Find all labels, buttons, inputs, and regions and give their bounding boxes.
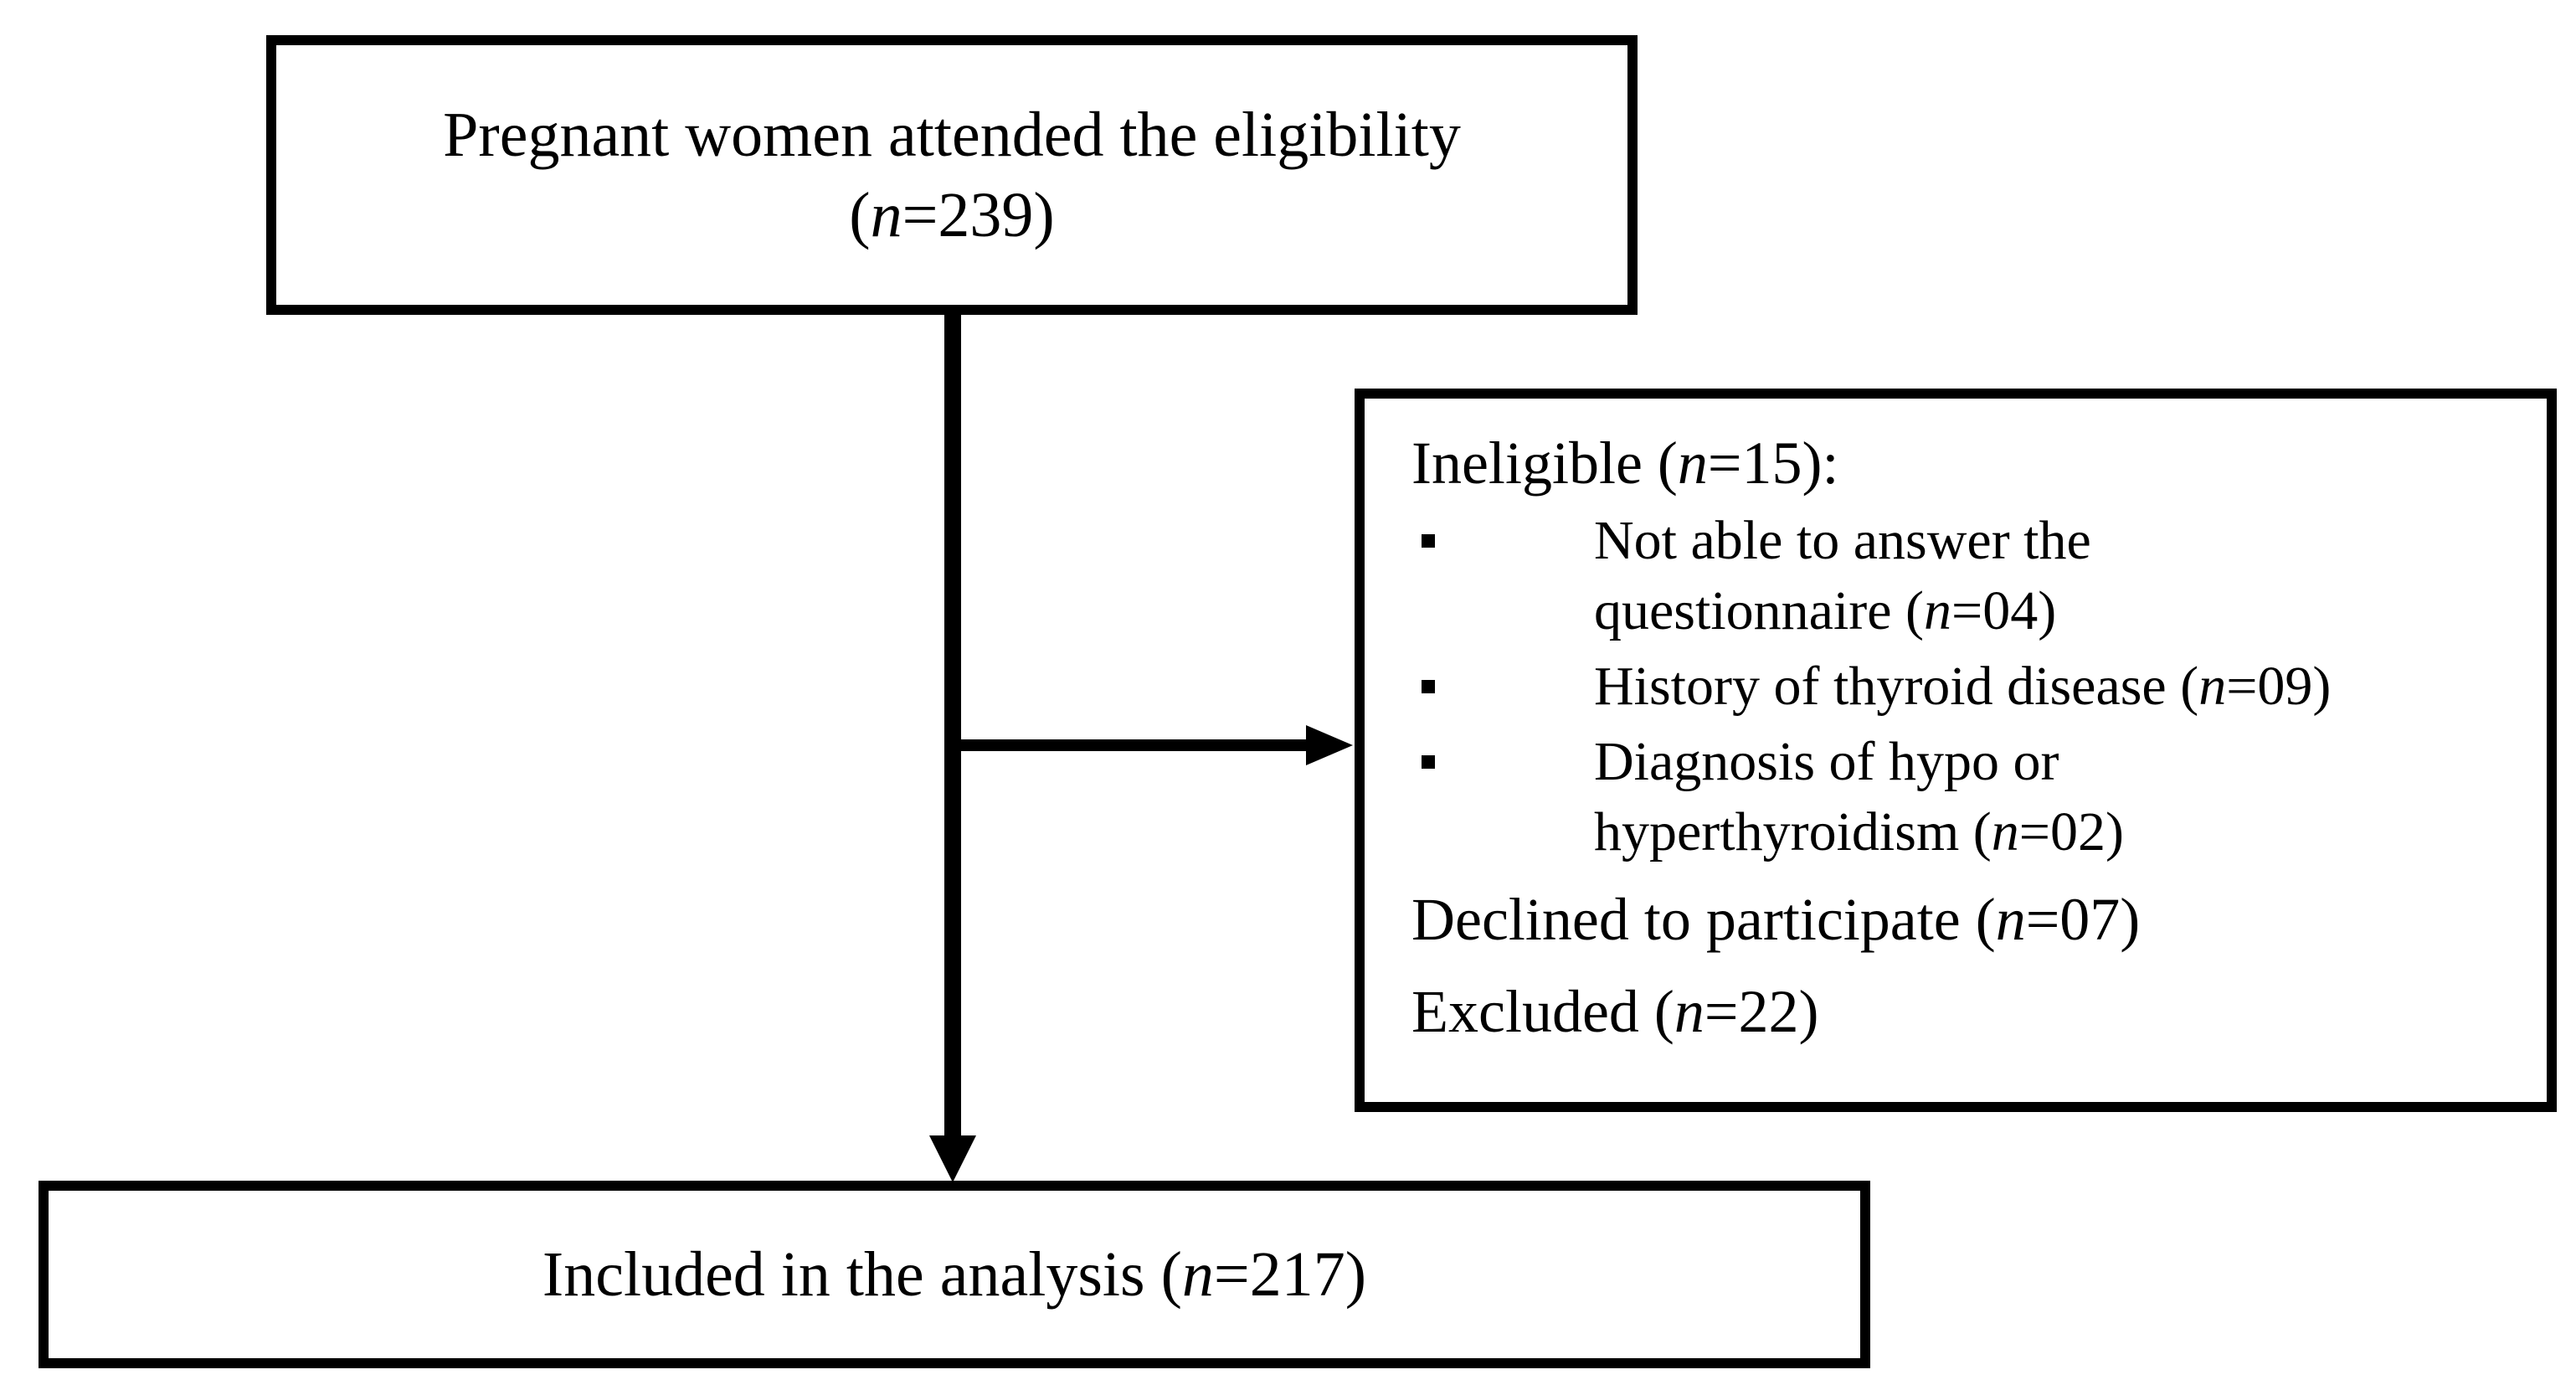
n-variable: n — [1995, 886, 2026, 953]
ineligible-item-diagnosis: Diagnosis of hypo or hyperthyroidism (n=… — [1411, 727, 2547, 868]
n-variable: n — [1991, 801, 2019, 862]
declined-line: Declined to participate (n=07) — [1411, 886, 2141, 953]
ineligible-item-questionnaire: Not able to answer the questionnaire (n=… — [1411, 506, 2547, 646]
n-variable: n — [1181, 1238, 1214, 1310]
n-variable: n — [1677, 430, 1708, 497]
eligibility-count: (n=239) — [849, 175, 1054, 255]
square-bullet-icon — [1422, 534, 1435, 548]
square-bullet-icon — [1422, 755, 1435, 769]
n-variable: n — [1674, 978, 1704, 1045]
eligibility-title: Pregnant women attended the eligibility — [443, 100, 1461, 170]
n-variable: n — [870, 180, 902, 250]
count-value: =239) — [902, 180, 1055, 250]
eligibility-box: Pregnant women attended the eligibility … — [266, 35, 1638, 315]
n-variable: n — [2198, 656, 2227, 717]
excluded-line: Excluded (n=22) — [1411, 978, 1819, 1045]
exclusion-box: Ineligible (n=15): Not able to answer th… — [1355, 389, 2557, 1112]
down-arrowhead — [929, 1135, 976, 1182]
included-label: Included in the analysis (n=217) — [542, 1238, 1367, 1310]
ineligible-item-thyroid-history: History of thyroid disease (n=09) — [1411, 651, 2547, 722]
right-arrowhead — [1306, 725, 1353, 765]
paren-open: ( — [849, 180, 871, 250]
ineligible-heading: Ineligible (n=15): — [1411, 430, 1839, 497]
included-box: Included in the analysis (n=217) — [39, 1181, 1870, 1368]
n-variable: n — [1924, 580, 1952, 641]
square-bullet-icon — [1422, 680, 1435, 693]
